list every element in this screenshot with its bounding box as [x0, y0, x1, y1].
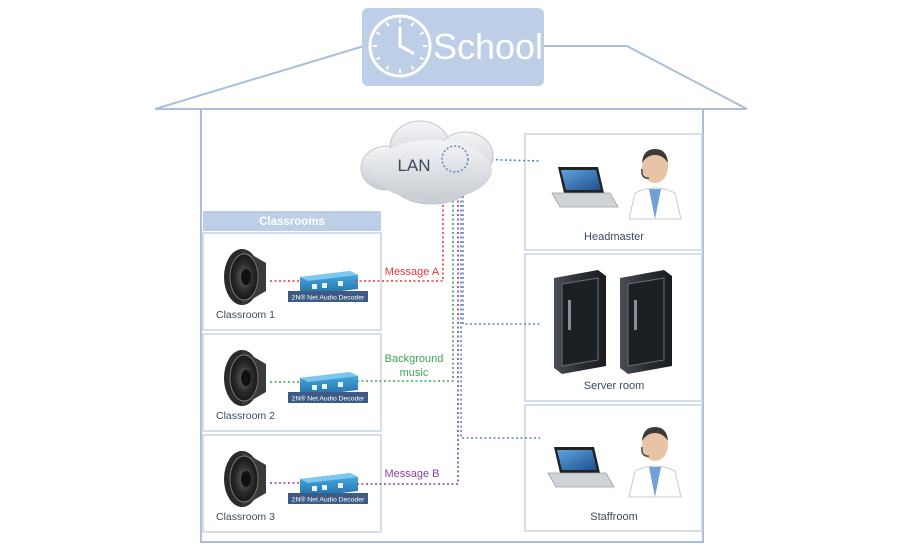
audio-decoder-icon [300, 473, 358, 497]
audio-decoder-icon [300, 372, 358, 396]
server-room-label: Server room [584, 380, 645, 392]
link-background-music [355, 178, 454, 382]
right-room-icons [547, 149, 682, 498]
lan-label: LAN [397, 156, 430, 175]
right-rooms [524, 133, 703, 532]
stream-label: Background [385, 353, 444, 365]
classrooms-header-label: Classrooms [259, 216, 325, 228]
laptop-icon [551, 167, 619, 208]
server-rack-icon [554, 270, 606, 374]
person-headset-icon [628, 427, 682, 498]
staffroom-label: Staffroom [590, 511, 638, 523]
classroom-name: Classroom 1 [216, 309, 275, 321]
school-title: School [433, 26, 543, 67]
stream-label: Message B [384, 468, 439, 480]
lan-hub-ring [441, 145, 469, 173]
headmaster-room [524, 133, 703, 251]
link-headmaster [468, 158, 541, 162]
cloud-core [372, 140, 492, 200]
device-badge [288, 493, 368, 504]
roof-left [154, 45, 365, 110]
clock-icon [368, 14, 432, 78]
headmaster-label: Headmaster [584, 231, 644, 243]
classroom-box [202, 333, 382, 432]
classroom-name: Classroom 2 [216, 410, 275, 422]
house-outline [154, 45, 748, 543]
laptop-icon [547, 447, 615, 488]
speaker-icon [224, 451, 266, 507]
roof-right [544, 45, 748, 110]
classrooms-section: Classrooms [203, 211, 381, 231]
stream-label: Message A [385, 266, 440, 278]
server-room [524, 253, 703, 402]
stream-label: music [400, 367, 429, 379]
audio-decoder-icon [300, 271, 358, 295]
device-badge [288, 392, 368, 403]
device-label: 2N® Net Audio Decoder [292, 395, 365, 403]
school-header: School [362, 8, 544, 86]
device-badge [288, 291, 368, 302]
staffroom-room [524, 404, 703, 532]
speaker-icon [224, 350, 266, 406]
server-rack-icon [620, 270, 672, 374]
classroom-name: Classroom 3 [216, 511, 275, 523]
link-message-b [355, 178, 459, 485]
device-label: 2N® Net Audio Decoder [292, 496, 365, 504]
house-body [200, 108, 704, 543]
header-panel [362, 8, 544, 86]
link-staffroom [460, 178, 540, 439]
network-links [355, 158, 541, 485]
speaker-icon [224, 249, 266, 305]
classroom-box [202, 232, 382, 331]
person-headset-icon [628, 149, 682, 220]
right-room-labels: Headmaster Server room Staffroom [584, 231, 645, 523]
classrooms-header [203, 211, 381, 231]
link-server-room [462, 178, 540, 325]
device-label: 2N® Net Audio Decoder [292, 294, 365, 302]
lan-cloud: LAN [360, 120, 494, 205]
